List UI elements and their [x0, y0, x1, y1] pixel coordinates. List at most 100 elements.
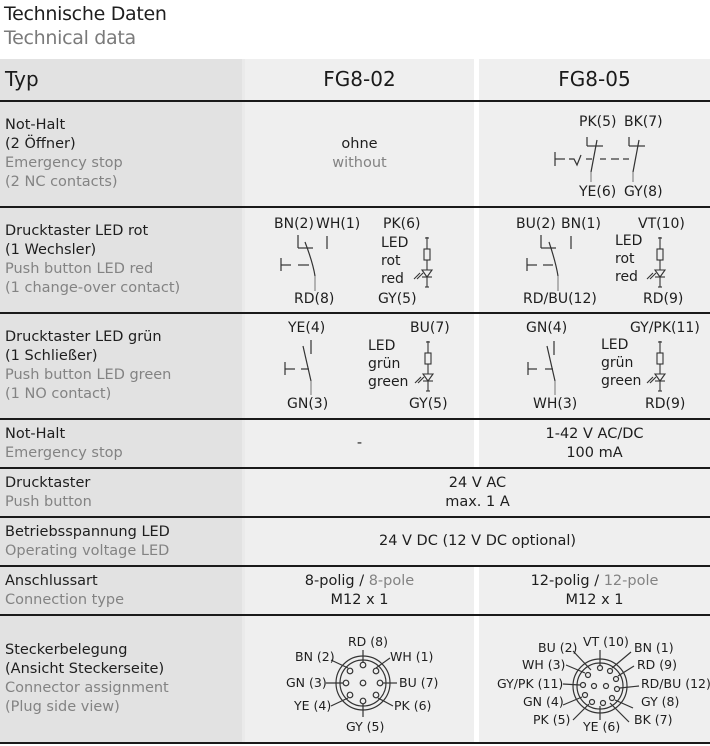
cell-fg8-05: BU (2) VT (10) BN (1) WH (3) RD (9) GY/P…: [479, 616, 710, 742]
cell-fg8-05: PK(5) BK(7) YE(6) GY(8): [479, 102, 710, 206]
technical-data-table: Typ FG8-02 FG8-05 Not-Halt (2 Öffner) Em…: [0, 59, 710, 744]
cell-both-models: 24 V DC (12 V DC optional): [245, 518, 710, 565]
label-de: Drucktaster LED rot: [5, 223, 149, 239]
cell-fg8-02: YE(4) GN(3) BU(7) LED grün green GY(5): [245, 314, 474, 418]
label-en: (Plug side view): [5, 699, 120, 715]
row-label: Anschlussart Connection type: [0, 567, 242, 614]
label-de: (Ansicht Steckerseite): [5, 661, 165, 677]
table-header-row: Typ FG8-02 FG8-05: [0, 59, 710, 102]
no-contact-led-diagram-icon: GN(4) WH(3) GY/PK(11) LED grün green RD(…: [526, 320, 700, 412]
led-label: rot: [615, 251, 635, 267]
label-de: (1 Wechsler): [5, 242, 97, 258]
table-row-led-operating-voltage: Betriebsspannung LED Operating voltage L…: [0, 518, 710, 567]
pin-label: WH (1): [390, 649, 433, 664]
cell-fg8-05: 1-42 V AC/DC 100 mA: [479, 420, 710, 467]
pin-label: PK(5): [579, 114, 616, 130]
led-label: rot: [381, 253, 401, 269]
label-en: Push button: [5, 493, 92, 510]
table-row-emergency-stop-contacts: Not-Halt (2 Öffner) Emergency stop (2 NC…: [0, 102, 710, 208]
value-en: 12-pole: [603, 572, 659, 589]
led-label: LED: [381, 235, 408, 251]
column-header-fg8-05: FG8-05: [479, 59, 710, 100]
pin-label: PK (5): [533, 712, 570, 727]
connector-12pin-diagram-icon: BU (2) VT (10) BN (1) WH (3) RD (9) GY/P…: [497, 634, 710, 734]
pin-label: BU(7): [410, 320, 450, 336]
label-en: Emergency stop: [5, 444, 123, 461]
pin-label: GY(5): [378, 291, 417, 307]
label-de: (1 Schließer): [5, 348, 98, 364]
pin-label: BN (2): [295, 649, 335, 664]
no-contact-led-diagram-icon: YE(4) GN(3) BU(7) LED grün green GY(5): [284, 320, 450, 412]
pin-label: GN(3): [287, 396, 328, 412]
type-header: Typ: [0, 59, 242, 100]
pin-label: VT(10): [638, 216, 685, 232]
changeover-contact-led-diagram-icon: BN(2) WH(1) RD(8) PK(6) LED rot red GY(5…: [274, 216, 434, 307]
pin-label: GY (8): [641, 694, 679, 709]
led-label: grün: [368, 356, 400, 372]
led-symbol-icon: [414, 341, 435, 392]
cell-fg8-02: RD (8) BN (2) WH (1) GN (3) BU (7) YE (4…: [245, 616, 474, 742]
led-label: grün: [601, 355, 633, 371]
separator: /: [354, 572, 369, 589]
cell-fg8-05: GN(4) WH(3) GY/PK(11) LED grün green RD(…: [479, 314, 710, 418]
pin-label: GY(8): [624, 184, 663, 200]
pin-label: RD/BU(12): [523, 291, 597, 307]
pin-label: RD (9): [637, 657, 677, 672]
label-en: Push button LED green: [5, 367, 172, 383]
pin-label: RD/BU (12): [641, 676, 710, 691]
value: 24 V DC (12 V DC optional): [378, 533, 577, 549]
pin-label: YE(4): [287, 320, 325, 336]
pin-label: GN(4): [526, 320, 567, 336]
table-row-push-button-rating: Drucktaster Push button 24 V AC max. 1 A: [0, 469, 710, 518]
label-en: Connector assignment: [5, 680, 169, 696]
label-de: Drucktaster: [5, 474, 91, 491]
pin-label: RD (8): [348, 634, 388, 649]
row-label: Not-Halt (2 Öffner) Emergency stop (2 NC…: [0, 102, 242, 206]
pin-label: WH(1): [316, 216, 360, 232]
column-title: FG8-05: [558, 67, 631, 91]
pin-label: VT (10): [583, 634, 629, 649]
row-label: Drucktaster Push button: [0, 469, 242, 516]
separator: /: [589, 572, 604, 589]
page-title-de: Technische Daten: [4, 3, 167, 25]
label-en: Operating voltage LED: [5, 542, 170, 559]
changeover-contact-led-diagram-icon: BU(2) BN(1) RD/BU(12) VT(10) LED rot red…: [516, 216, 685, 307]
column-header-fg8-02: FG8-02: [245, 59, 474, 100]
led-symbol-icon: [646, 341, 667, 392]
thread-value: M12 x 1: [330, 591, 389, 608]
pin-label: BU (2): [538, 640, 577, 655]
led-symbol-icon: [646, 237, 667, 288]
led-label: red: [381, 271, 404, 287]
row-label: Drucktaster LED grün (1 Schließer) Push …: [0, 314, 242, 418]
led-label: LED: [368, 338, 395, 354]
cell-fg8-05: BU(2) BN(1) RD/BU(12) VT(10) LED rot red…: [479, 208, 710, 312]
page-title-en: Technical data: [4, 27, 136, 49]
label-de: Not-Halt: [5, 425, 66, 442]
connector-8pin-diagram-icon: RD (8) BN (2) WH (1) GN (3) BU (7) YE (4…: [286, 634, 438, 734]
table-row-push-button-led-green: Drucktaster LED grün (1 Schließer) Push …: [0, 314, 710, 420]
led-label: LED: [601, 337, 628, 353]
label-de: Not-Halt: [5, 117, 66, 133]
led-label: green: [368, 374, 408, 390]
value: -: [356, 435, 363, 451]
pin-label: WH(3): [533, 396, 577, 412]
pin-label: GN (4): [523, 694, 564, 709]
pin-label: YE(6): [578, 184, 616, 200]
pin-label: GN (3): [286, 675, 327, 690]
value: 24 V AC: [448, 474, 507, 491]
row-label: Steckerbelegung (Ansicht Steckerseite) C…: [0, 616, 242, 742]
pin-label: RD(8): [294, 291, 334, 307]
value-en: without: [332, 155, 387, 171]
label-de: (2 Öffner): [5, 136, 76, 152]
row-label: Drucktaster LED rot (1 Wechsler) Push bu…: [0, 208, 242, 312]
label-en: (1 NO contact): [5, 386, 112, 402]
pin-label: GY (5): [346, 719, 384, 734]
value: 100 mA: [566, 444, 623, 461]
pin-label: PK(6): [383, 216, 420, 232]
pin-label: GY(5): [409, 396, 448, 412]
cell-fg8-02: BN(2) WH(1) RD(8) PK(6) LED rot red GY(5…: [245, 208, 474, 312]
row-label: Not-Halt Emergency stop: [0, 420, 242, 467]
table-row-push-button-led-red: Drucktaster LED rot (1 Wechsler) Push bu…: [0, 208, 710, 314]
row-label: Betriebsspannung LED Operating voltage L…: [0, 518, 242, 565]
pin-label: WH (3): [522, 657, 565, 672]
